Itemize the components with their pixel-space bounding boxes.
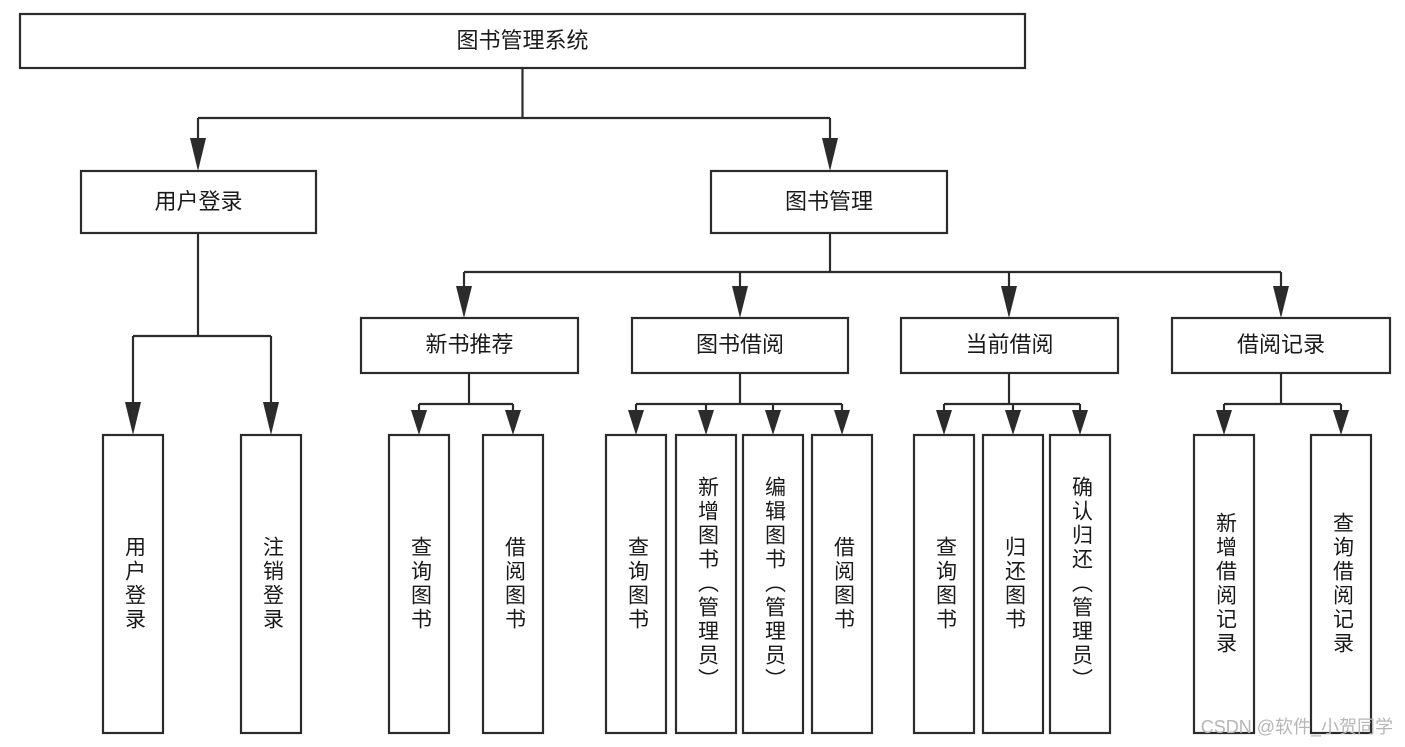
node-user-login-label: 用户登录 bbox=[154, 189, 242, 214]
node-current-borrow-label: 当前借阅 bbox=[965, 332, 1053, 357]
node-user-login[interactable]: 用户登录 bbox=[79, 169, 318, 235]
connector-group-current-borrow bbox=[936, 373, 1088, 435]
arrow-head-leaf-user-login-1 bbox=[125, 402, 141, 435]
arrow-head-leaf-borrow-record-1 bbox=[1216, 410, 1232, 435]
node-user-login-box[interactable] bbox=[79, 169, 318, 235]
node-book-manage[interactable]: 图书管理 bbox=[709, 169, 949, 235]
node-leaf-current-borrow-confirm[interactable]: 确认归还（管理员） bbox=[1048, 433, 1112, 735]
node-leaf-book-borrow-borrow[interactable]: 借阅图书 bbox=[810, 433, 874, 735]
node-book-manage-label: 图书管理 bbox=[785, 189, 873, 214]
connector-group-book-borrow bbox=[628, 373, 850, 435]
node-new-book-recommend-label: 新书推荐 bbox=[425, 332, 513, 357]
node-borrow-record[interactable]: 借阅记录 bbox=[1170, 316, 1392, 375]
leaf-box[interactable] bbox=[981, 433, 1045, 735]
leaf-box[interactable] bbox=[674, 433, 738, 735]
node-leaf-book-borrow-query[interactable]: 查询图书 bbox=[604, 433, 668, 735]
leaf-box[interactable] bbox=[741, 433, 805, 735]
arrow-head-leaf-user-login-2 bbox=[263, 402, 279, 435]
leaf-label: 查询图书 bbox=[408, 536, 432, 632]
node-leaf-current-borrow-return[interactable]: 归还图书 bbox=[981, 433, 1045, 735]
node-leaf-borrow-record-add[interactable]: 新增借阅记录 bbox=[1192, 433, 1256, 735]
node-book-borrow-label: 图书借阅 bbox=[696, 332, 784, 357]
node-leaf-current-borrow-query[interactable]: 查询图书 bbox=[912, 433, 976, 735]
arrow-head-leaf-book-borrow-2 bbox=[698, 410, 714, 435]
node-leaf-new-book-query[interactable]: 查询图书 bbox=[387, 433, 451, 735]
node-root-label: 图书管理系统 bbox=[456, 28, 588, 53]
node-new-book-recommend[interactable]: 新书推荐 bbox=[359, 316, 580, 375]
leaf-box[interactable] bbox=[239, 433, 303, 735]
node-leaf-new-book-borrow[interactable]: 借阅图书 bbox=[481, 433, 545, 735]
leaf-label: 注销登录 bbox=[260, 536, 284, 632]
leaf-box[interactable] bbox=[387, 433, 451, 735]
leaf-box[interactable] bbox=[1309, 433, 1373, 735]
connector-group-new-book bbox=[411, 373, 521, 435]
node-book-manage-box[interactable] bbox=[709, 169, 949, 235]
node-book-borrow[interactable]: 图书借阅 bbox=[630, 316, 850, 375]
node-root[interactable]: 图书管理系统 bbox=[18, 12, 1027, 70]
arrow-head-to-current-borrow bbox=[1001, 286, 1017, 318]
node-leaf-book-borrow-add[interactable]: 新增图书（管理员） bbox=[674, 433, 738, 735]
node-borrow-record-box[interactable] bbox=[1170, 316, 1392, 375]
arrow-head-to-new-book bbox=[456, 286, 472, 318]
arrow-head-leaf-book-borrow-3 bbox=[765, 410, 781, 435]
leaf-box[interactable] bbox=[1192, 433, 1256, 735]
node-new-book-recommend-box[interactable] bbox=[359, 316, 580, 375]
arrow-head-leaf-borrow-record-2 bbox=[1333, 410, 1349, 435]
connector-group-root bbox=[190, 68, 838, 171]
arrow-head-leaf-current-borrow-1 bbox=[936, 410, 952, 435]
node-leaf-book-borrow-edit[interactable]: 编辑图书（管理员） bbox=[741, 433, 805, 735]
node-current-borrow[interactable]: 当前借阅 bbox=[899, 316, 1120, 375]
leaf-box[interactable] bbox=[604, 433, 668, 735]
connector-group-book-manage bbox=[456, 233, 1289, 318]
arrow-head-leaf-book-borrow-4 bbox=[834, 410, 850, 435]
node-leaf-borrow-record-query[interactable]: 查询借阅记录 bbox=[1309, 433, 1373, 735]
arrow-head-to-book-borrow bbox=[732, 286, 748, 318]
node-current-borrow-box[interactable] bbox=[899, 316, 1120, 375]
leaf-box[interactable] bbox=[101, 433, 165, 735]
leaf-label: 编辑图书（管理员） bbox=[762, 476, 786, 692]
leaf-box[interactable] bbox=[481, 433, 545, 735]
node-book-borrow-box[interactable] bbox=[630, 316, 850, 375]
leaf-box[interactable] bbox=[912, 433, 976, 735]
leaf-label: 用户登录 bbox=[122, 536, 146, 632]
leaf-label: 借阅图书 bbox=[502, 536, 526, 632]
leaf-label: 查询图书 bbox=[625, 536, 649, 632]
arrow-head-to-user-login bbox=[190, 138, 206, 171]
arrow-head-to-book-manage bbox=[822, 138, 838, 171]
leaf-label: 归还图书 bbox=[1002, 536, 1026, 632]
arrow-head-to-borrow-record bbox=[1273, 286, 1289, 318]
leaf-label: 新增借阅记录 bbox=[1213, 512, 1237, 656]
arrow-head-leaf-current-borrow-2 bbox=[1005, 410, 1021, 435]
node-borrow-record-label: 借阅记录 bbox=[1237, 332, 1325, 357]
leaf-box[interactable] bbox=[810, 433, 874, 735]
node-leaf-user-login-login[interactable]: 用户登录 bbox=[101, 433, 165, 735]
arrow-head-leaf-new-book-1 bbox=[411, 410, 427, 435]
leaf-label: 确认归还（管理员） bbox=[1069, 476, 1093, 692]
leaf-box[interactable] bbox=[1048, 433, 1112, 735]
arrow-head-leaf-current-borrow-3 bbox=[1072, 410, 1088, 435]
watermark-text: CSDN @软件_小贺同学 bbox=[1200, 717, 1393, 737]
arrow-head-leaf-new-book-2 bbox=[505, 410, 521, 435]
connector-group-borrow-record bbox=[1216, 373, 1349, 435]
node-root-box[interactable] bbox=[18, 12, 1027, 70]
leaf-label: 新增图书（管理员） bbox=[695, 476, 719, 692]
arrow-head-leaf-book-borrow-1 bbox=[628, 410, 644, 435]
leaf-label: 查询借阅记录 bbox=[1330, 512, 1354, 656]
leaf-label: 借阅图书 bbox=[831, 536, 855, 632]
leaf-label: 查询图书 bbox=[933, 536, 957, 632]
connector-group-user-login bbox=[125, 233, 279, 435]
node-leaf-user-login-logout[interactable]: 注销登录 bbox=[239, 433, 303, 735]
